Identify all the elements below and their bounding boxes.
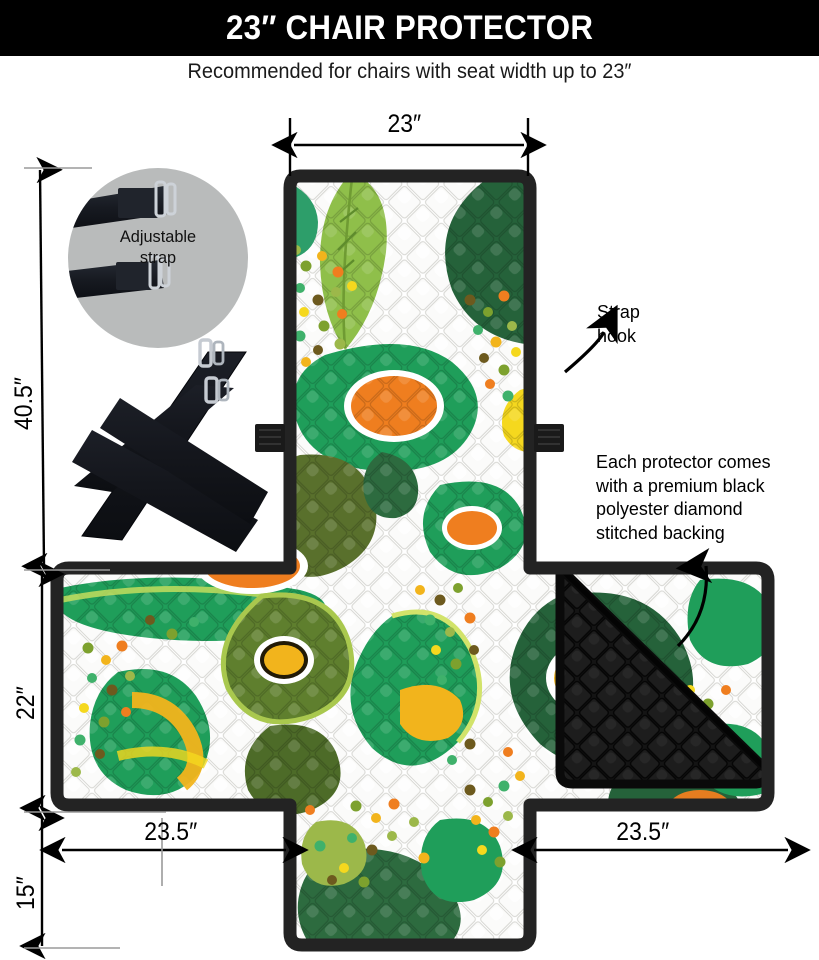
inset-label-line2: strap	[139, 248, 177, 268]
backing-line3: polyester diamond	[596, 498, 743, 520]
strap-webbing-a	[81, 351, 247, 541]
backing-annotation: Each protector comes with a premium blac…	[596, 450, 771, 545]
backing-line2: with a premium black	[596, 474, 765, 496]
inset-label-line1: Adjustable	[119, 227, 197, 246]
strap-buckle-lower	[204, 376, 230, 404]
dimension-top-width: 23″	[387, 110, 422, 138]
dimension-skirt-height: 15″	[12, 876, 40, 910]
dimension-bottom-left-width: 23.5″	[144, 818, 198, 846]
backing-line1: Each protector comes	[596, 451, 771, 472]
strap-hook-line1: Strap	[597, 301, 640, 322]
page-title: 23″ CHAIR PROTECTOR	[225, 8, 594, 47]
inset-label: Adjustable strap	[72, 226, 245, 269]
dimension-total-height: 40.5″	[10, 377, 38, 430]
adjustable-strap-inset: Adjustable strap	[68, 168, 248, 348]
folded-backing-corner	[560, 568, 768, 784]
strap-webbing-c	[72, 430, 258, 552]
backing-arrow	[675, 548, 713, 648]
dimension-seat-height: 22″	[12, 686, 40, 720]
header-subtitle: Recommended for chairs with seat width u…	[187, 60, 632, 83]
strap-hook-line2: hook	[597, 324, 636, 346]
strap-hook-left	[255, 424, 285, 452]
inset-circle-background	[68, 168, 248, 348]
strap-webbing-b	[74, 385, 234, 492]
backing-line4: stitched backing	[596, 522, 725, 544]
strap-hook-annotation: Strap hook	[597, 300, 640, 347]
dimension-bottom-right-width: 23.5″	[616, 818, 670, 846]
strap-webbing-d	[100, 398, 268, 524]
inset-strap-photo	[68, 180, 177, 299]
strap-hook-right	[534, 424, 564, 452]
header-bar: 23″ CHAIR PROTECTOR	[0, 0, 819, 56]
